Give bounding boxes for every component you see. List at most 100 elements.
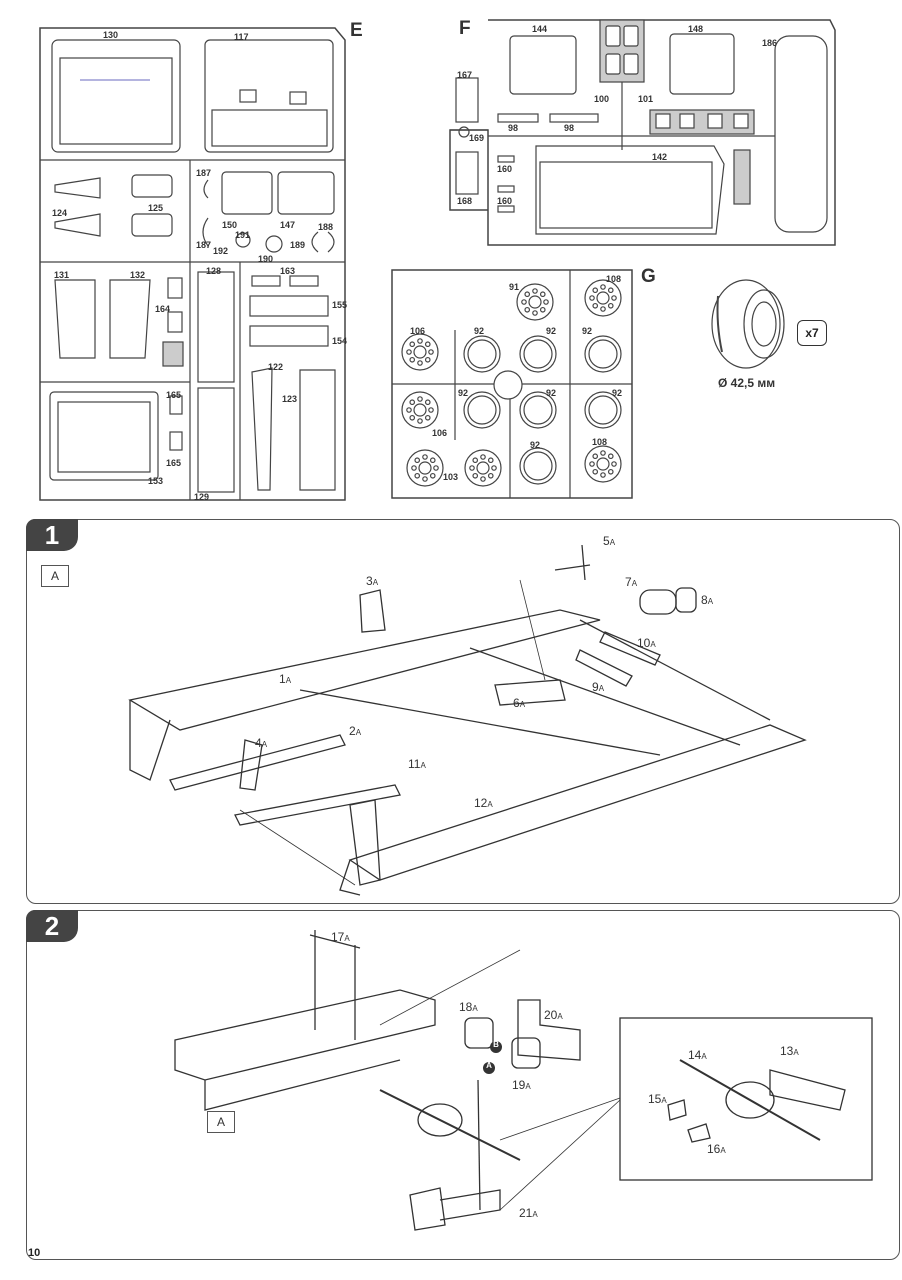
part-label-101: 101 <box>638 94 654 104</box>
wheel-part-inner <box>588 395 618 425</box>
part-label-123: 123 <box>282 394 298 404</box>
wheel-bolt-hole <box>424 414 431 421</box>
part-label-142: 142 <box>652 152 668 162</box>
wheel-part <box>519 335 557 373</box>
wheel-part-inner <box>413 345 427 359</box>
step-1-view-label: A <box>41 565 69 587</box>
wheel-bolt-hole <box>472 457 479 464</box>
wheel-bolt-hole <box>532 310 538 316</box>
wheel-bolt-hole <box>607 453 614 460</box>
part-label-100: 100 <box>594 94 610 104</box>
step-2-panel: 2 A <box>26 910 900 1260</box>
part-label-124: 124 <box>52 208 68 218</box>
part-label-130: 130 <box>103 30 119 40</box>
wheel-part <box>463 335 501 373</box>
step-1-part-3a: 3A <box>366 574 379 588</box>
part-label-148: 148 <box>688 24 704 34</box>
part-label-154: 154 <box>332 336 348 346</box>
part-label-187: 187 <box>196 168 212 178</box>
part-label-125: 125 <box>148 203 164 213</box>
part-label-108b: 108 <box>592 437 608 447</box>
page-number: 10 <box>28 1247 41 1259</box>
part-label-153: 153 <box>148 476 164 486</box>
wheel-bolt-hole <box>417 338 423 344</box>
wheel-bolt-hole <box>433 465 439 471</box>
wheel-part-inner <box>413 403 427 417</box>
part-label-168: 168 <box>457 196 473 206</box>
sprue-letter-f: F <box>459 18 471 39</box>
part-label-131: 131 <box>54 270 70 280</box>
wheel-bolt-hole <box>429 457 436 464</box>
wheel-part-inner <box>588 339 618 369</box>
part-label-186: 186 <box>762 38 778 48</box>
wheel-part <box>406 449 444 487</box>
part-label-165: 165 <box>166 390 182 400</box>
wheel-bolt-hole <box>521 299 527 305</box>
wheel-part-inner <box>528 295 542 309</box>
step-2-marker-b: B <box>493 1040 499 1049</box>
wheel-bolt-hole <box>524 306 531 313</box>
wheel-bolt-hole <box>600 472 606 478</box>
step-2-part-15a: 15A <box>648 1092 667 1106</box>
wheel-bolt-hole <box>589 295 595 301</box>
part-label-92b: 92 <box>546 326 557 336</box>
wheel-part <box>584 445 622 483</box>
step-1-part-1a: 1A <box>279 672 292 686</box>
wheel-bolt-hole <box>417 396 423 402</box>
part-label-169: 169 <box>469 133 485 143</box>
wheel-part <box>519 447 557 485</box>
wheel-bolt-hole <box>422 476 428 482</box>
part-label-92g: 92 <box>530 440 541 450</box>
wheel-bolt-hole <box>429 472 436 479</box>
wheel-part <box>516 283 554 321</box>
wheel-part-inner <box>523 395 553 425</box>
part-label-117: 117 <box>234 32 249 42</box>
wheel-bolt-hole <box>539 306 546 313</box>
wheel-bolt-hole <box>491 465 497 471</box>
wheel-part <box>584 279 622 317</box>
wheel-bolt-hole <box>411 465 417 471</box>
step-2-part-18a: 18A <box>459 1000 478 1014</box>
part-label-98b: 98 <box>564 123 575 133</box>
part-label-108: 108 <box>606 274 622 284</box>
wheel-bolt-hole <box>592 287 599 294</box>
step-2-part-21a: 21A <box>519 1206 538 1220</box>
wheel-bolt-hole <box>607 287 614 294</box>
wheel-part-inner <box>467 395 497 425</box>
wheel-bolt-hole <box>428 349 434 355</box>
wheel-bolt-hole <box>592 453 599 460</box>
step-2-view-label: A <box>207 1111 235 1133</box>
step-1-part-5a: 5A <box>603 534 616 548</box>
part-label-92c: 92 <box>582 326 593 336</box>
step-2-number: 2 <box>26 910 78 942</box>
part-label-103: 103 <box>443 472 459 482</box>
wheel-bolt-hole <box>417 418 423 424</box>
wheel-bolt-hole <box>409 341 416 348</box>
tire-quantity-badge: x7 <box>797 320 827 346</box>
wheel-bolt-hole <box>524 291 531 298</box>
wheel-bolt-hole <box>414 472 421 479</box>
tire-diameter: Ø 42,5 мм <box>718 376 776 390</box>
step-1-part-8a: 8A <box>701 593 714 607</box>
wheel-bolt-hole <box>600 306 606 312</box>
part-label-163: 163 <box>280 266 296 276</box>
part-label-91: 91 <box>509 282 520 292</box>
step-2-part-19a: 19A <box>512 1078 531 1092</box>
part-label-92a: 92 <box>474 326 485 336</box>
wheel-part-inner <box>476 461 490 475</box>
wheel-bolt-hole <box>424 399 431 406</box>
step-1-part-9a: 9A <box>592 680 605 694</box>
wheel-part <box>464 449 502 487</box>
part-label-106: 106 <box>410 326 426 336</box>
wheel-bolt-hole <box>480 476 486 482</box>
wheel-bolt-hole <box>472 472 479 479</box>
sprue-letter-g: G <box>641 266 656 287</box>
wheel-bolt-hole <box>611 461 617 467</box>
wheel-part <box>401 333 439 371</box>
wheel-part-inner <box>596 457 610 471</box>
part-label-144: 144 <box>532 24 548 34</box>
